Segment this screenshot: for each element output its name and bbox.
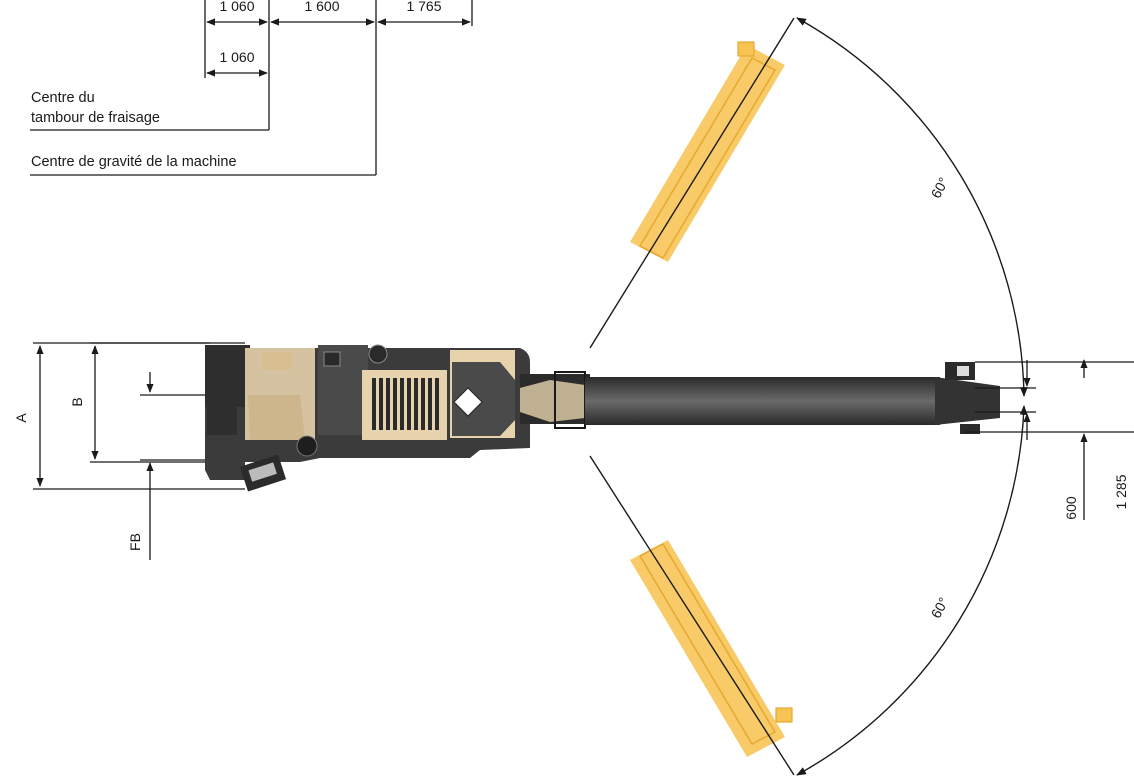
drum-center-label-line2: tambour de fraisage	[31, 110, 160, 126]
left-dimension-lines	[33, 342, 245, 560]
gravity-center-label: Centre de gravité de la machine	[31, 154, 237, 170]
swing-angle-lines	[589, 17, 1028, 776]
top-dimension-block	[30, 0, 473, 176]
discharge-conveyor	[520, 362, 1000, 434]
machine-body	[205, 344, 530, 492]
dimension-top-2: 1 600	[304, 0, 339, 14]
drum-center-label-line1: Centre du	[31, 90, 95, 106]
conveyor-swing-upper	[630, 41, 785, 262]
dimension-second-row: 1 060	[219, 49, 254, 65]
right-dimension-lines	[965, 359, 1134, 520]
conveyor-swing-lower	[630, 540, 793, 757]
dimension-1285: 1 285	[1113, 474, 1129, 509]
angle-label-upper: 60°	[928, 175, 952, 201]
dimension-top-3: 1 765	[406, 0, 441, 14]
dimension-top-1: 1 060	[219, 0, 254, 14]
dimension-label-A: A	[13, 413, 29, 423]
engine-grille	[372, 378, 439, 430]
dimension-label-FB: FB	[127, 533, 143, 551]
dimension-600: 600	[1063, 496, 1079, 520]
dimension-label-B: B	[69, 397, 85, 406]
angle-label-lower: 60°	[928, 595, 952, 621]
